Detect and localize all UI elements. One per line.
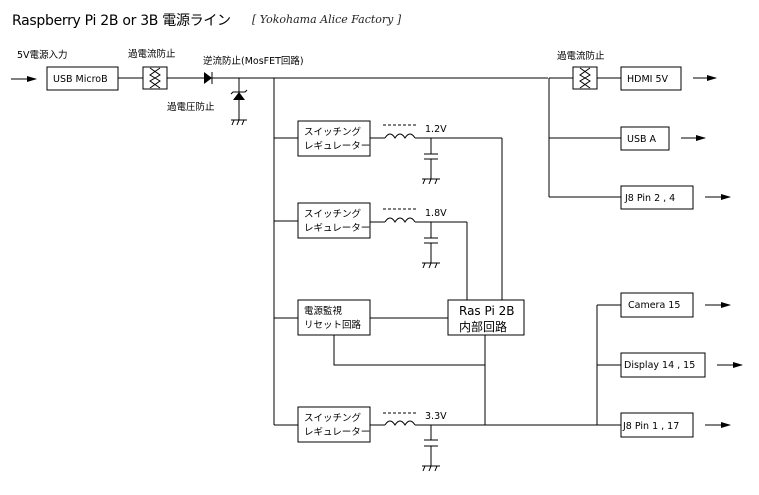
hdmi-5v-box: HDMI 5V xyxy=(620,66,682,91)
overcurrent-label-1: 過電流防止 xyxy=(128,48,176,60)
zener-diode-icon xyxy=(230,78,248,120)
j8-pin-1-17-box: J8 Pin 1 , 17 xyxy=(620,412,694,438)
raspi-label-1: Ras Pi 2B xyxy=(459,304,514,318)
switching-regulator-3: スイッチング レギュレーター xyxy=(297,406,371,443)
usb-a-label: USB A xyxy=(627,134,657,145)
j8-pin-1-17-label: J8 Pin 1 , 17 xyxy=(622,421,679,432)
fuse-icon xyxy=(142,66,168,90)
regulator-3-label-2: レギュレーター xyxy=(304,427,370,438)
inductor-icon xyxy=(383,412,418,426)
raspi-label-2: 内部回路 xyxy=(459,319,507,334)
usb-microb-box: USB MicroB xyxy=(46,66,119,91)
diode-icon xyxy=(204,72,213,84)
power-monitor-reset-box: 電源監視 リセット回路 xyxy=(297,299,371,336)
monitor-label-1: 電源監視 xyxy=(304,305,343,317)
voltage-3-3: 3.3V xyxy=(425,411,447,422)
regulator-1-label-1: スイッチング xyxy=(304,126,362,138)
j8-pin-2-4-box: J8 Pin 2 , 4 xyxy=(620,185,694,210)
raspi-internal-box: Ras Pi 2B 内部回路 xyxy=(447,299,525,336)
capacitor-icon xyxy=(424,425,438,466)
usb-a-box: USB A xyxy=(620,126,670,151)
diagram-title: Raspberry Pi 2B or 3B 電源ライン xyxy=(12,13,231,29)
diagram-subtitle: [ Yokohama Alice Factory ] xyxy=(252,13,402,26)
inductor-icon xyxy=(383,124,418,139)
j8-pin-2-4-label: J8 Pin 2 , 4 xyxy=(624,193,675,204)
regulator-2-label-2: レギュレーター xyxy=(304,223,370,234)
regulator-1-label-2: レギュレーター xyxy=(304,141,370,152)
display-box: Display 14 , 15 xyxy=(620,352,706,378)
ground-icon xyxy=(422,178,440,185)
inductor-icon xyxy=(383,208,418,223)
overcurrent-label-2: 過電流防止 xyxy=(557,50,605,62)
overvoltage-label: 過電圧防止 xyxy=(167,101,215,113)
reverse-protection-label: 逆流防止(MosFET回路) xyxy=(203,55,304,67)
display-label: Display 14 , 15 xyxy=(624,360,695,371)
fuse-icon xyxy=(572,66,598,90)
camera-label: Camera 15 xyxy=(628,300,680,311)
usb-microb-label: USB MicroB xyxy=(53,74,108,85)
capacitor-icon xyxy=(424,138,438,179)
capacitor-icon xyxy=(424,222,438,263)
switching-regulator-2: スイッチング レギュレーター xyxy=(297,202,371,239)
hdmi-label: HDMI 5V xyxy=(627,74,669,85)
voltage-1-2: 1.2V xyxy=(425,124,447,135)
camera-box: Camera 15 xyxy=(620,292,694,318)
regulator-3-label-1: スイッチング xyxy=(304,412,362,424)
regulator-2-label-1: スイッチング xyxy=(304,208,362,220)
switching-regulator-1: スイッチング レギュレーター xyxy=(297,120,371,157)
voltage-1-8: 1.8V xyxy=(425,208,447,219)
input-label: 5V電源入力 xyxy=(17,49,68,61)
ground-icon xyxy=(422,465,440,472)
ground-icon xyxy=(231,119,247,126)
monitor-label-2: リセット回路 xyxy=(304,319,362,331)
ground-icon xyxy=(422,262,440,269)
